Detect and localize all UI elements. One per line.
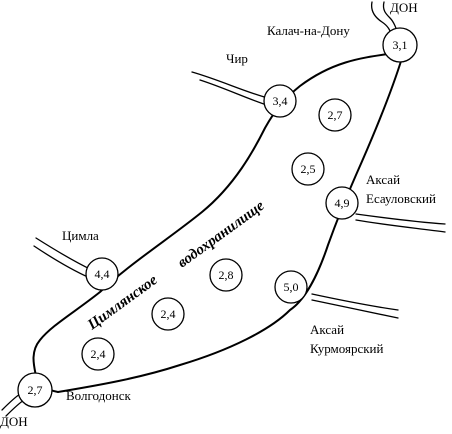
label-don-north: ДОН xyxy=(390,0,418,15)
don-river-south xyxy=(1,393,21,411)
label-aksai-esaulovsky-line2: Есауловский xyxy=(366,191,436,206)
station-kalach: 3,1 xyxy=(382,27,418,63)
station-center-mid: 2,5 xyxy=(291,152,325,186)
station-value: 2,5 xyxy=(301,162,316,176)
aksai-esaulovsky-river-bank xyxy=(355,219,446,233)
station-tsimla: 4,4 xyxy=(85,257,119,291)
label-don-south: ДОН xyxy=(0,414,28,429)
aksai-esaulovsky-river xyxy=(355,213,446,225)
station-value: 3,1 xyxy=(393,38,408,52)
chir-river xyxy=(191,71,269,99)
aksai-kurmoyarsky-river xyxy=(311,293,399,311)
station-center-upper: 2,7 xyxy=(318,98,352,132)
station-value: 3,4 xyxy=(273,94,288,108)
station-esaulovsky: 4,9 xyxy=(325,186,359,220)
station-center-lower: 2,8 xyxy=(209,258,243,292)
station-volgodonsk: 2,7 xyxy=(17,372,53,408)
station-value: 2,7 xyxy=(28,383,43,397)
label-aksai-kurmoyarsky-line1: Аксай xyxy=(310,322,344,337)
tsimla-river-bank xyxy=(33,245,91,279)
station-chir: 3,4 xyxy=(263,84,297,118)
label-chir: Чир xyxy=(226,51,248,66)
station-value: 2,4 xyxy=(161,307,176,321)
station-value: 2,7 xyxy=(328,108,343,122)
chir-river-bank xyxy=(199,79,271,107)
label-volgodonsk: Волгодонск xyxy=(66,388,131,403)
station-value: 4,9 xyxy=(335,196,350,210)
station-center-low-left: 2,4 xyxy=(151,297,185,331)
label-aksai-esaulovsky-line1: Аксай xyxy=(366,172,400,187)
reservoir-northwest-shore xyxy=(32,53,389,377)
aksai-kurmoyarsky-river-bank xyxy=(311,299,399,319)
don-river-north xyxy=(370,1,393,37)
station-value: 2,4 xyxy=(91,347,106,361)
label-aksai-kurmoyarsky-line2: Курмоярский xyxy=(310,341,383,356)
station-value: 4,4 xyxy=(95,267,110,281)
station-south-west: 2,4 xyxy=(81,337,115,371)
station-value: 2,8 xyxy=(219,268,234,282)
label-kalach-na-donu: Калач-на-Дону xyxy=(267,23,350,38)
label-tsimla: Цимла xyxy=(62,228,99,243)
station-kurmoyarsky: 5,0 xyxy=(274,270,308,304)
station-value: 5,0 xyxy=(284,280,299,294)
